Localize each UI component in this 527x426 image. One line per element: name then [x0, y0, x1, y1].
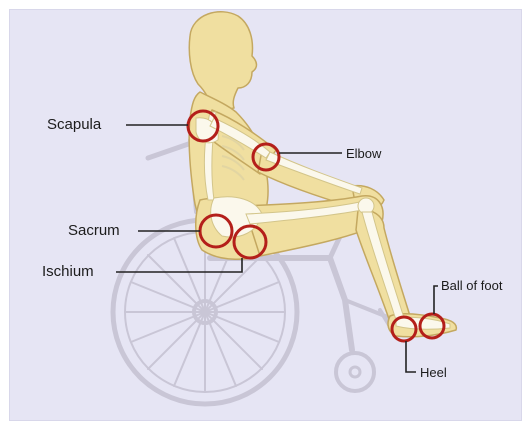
- elbow-label: Elbow: [346, 146, 381, 162]
- ball-of-foot-leader-line: [434, 286, 438, 314]
- scapula-label: Scapula: [47, 117, 101, 133]
- heel-leader-line: [406, 341, 416, 372]
- ischium-label: Ischium: [42, 264, 94, 280]
- ball-of-foot-label: Ball of foot: [441, 278, 502, 294]
- sacrum-label: Sacrum: [68, 223, 120, 239]
- heel-label: Heel: [420, 365, 447, 381]
